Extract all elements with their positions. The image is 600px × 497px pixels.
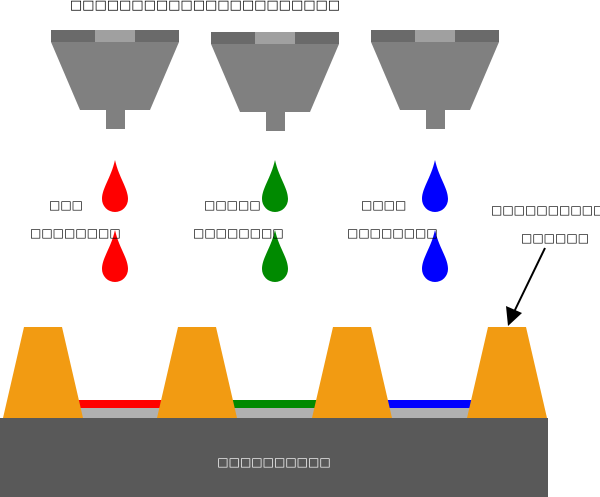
ink-name-green: □□□□□ <box>204 198 261 212</box>
ink-drop-1-1 <box>102 160 128 212</box>
drops-label-blue: □□□□□□□□ <box>347 226 438 240</box>
bank-4 <box>467 327 547 418</box>
print-head-3 <box>371 30 499 129</box>
ink-drop-3-1 <box>422 160 448 212</box>
bank-1 <box>3 327 83 418</box>
green-ink-film <box>230 400 325 408</box>
drops-label-green: □□□□□□□□ <box>193 226 284 240</box>
print-head-1 <box>51 30 179 129</box>
substrate-label: □□□□□□□□□□ <box>217 455 331 469</box>
drops-label-red: □□□□□□□□ <box>30 226 121 240</box>
ink-drop-3-2 <box>422 230 448 282</box>
blue-ink-film <box>385 400 480 408</box>
bank-2 <box>157 327 237 418</box>
print-head-2 <box>211 32 339 131</box>
diagram-title: □□□□□□□□□□□□□□□□□□□□□□ <box>69 0 341 13</box>
electrode-layer <box>60 408 530 418</box>
bank-label-line1: □□□□□□□□□□□□□□ <box>491 203 600 217</box>
substrate <box>0 418 548 497</box>
ink-name-blue: □□□□ <box>361 198 407 212</box>
arrow-head-icon <box>506 306 522 326</box>
bank-label-line2: □□□□□□ <box>521 231 590 245</box>
ink-name-red: □□□ <box>49 198 84 212</box>
arrow-line <box>513 247 546 313</box>
ink-drop-2-1 <box>262 160 288 212</box>
bank-3 <box>312 327 392 418</box>
ink-drop-2-2 <box>262 230 288 282</box>
red-ink-film <box>75 400 170 408</box>
ink-drop-1-2 <box>102 230 128 282</box>
